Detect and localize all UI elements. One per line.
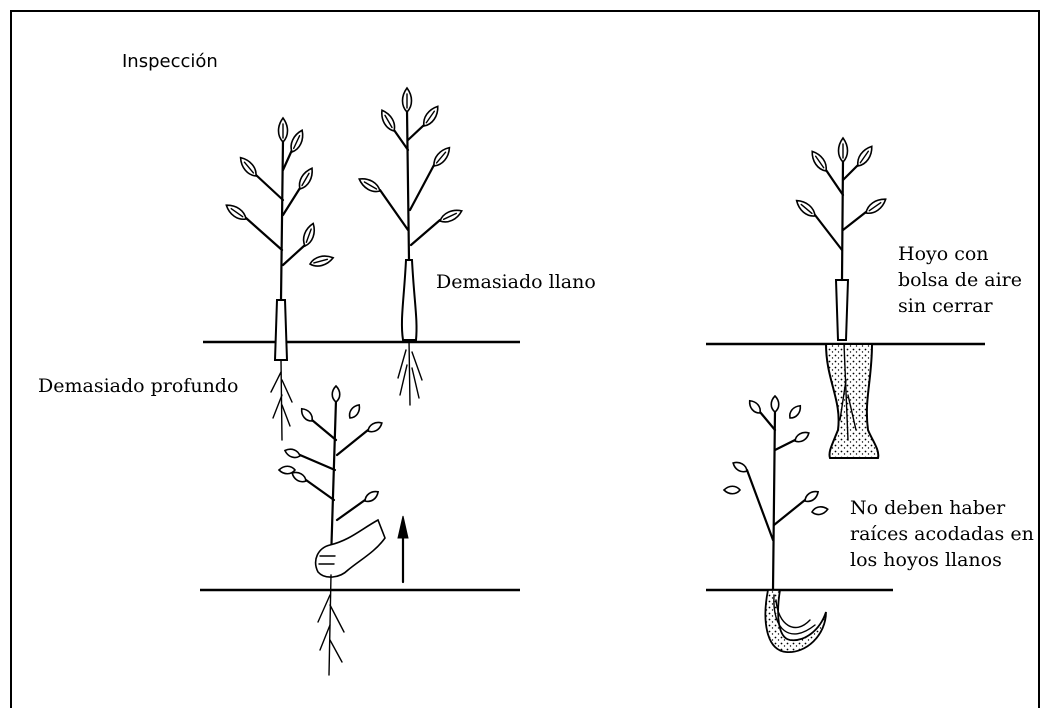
figure-title: Inspección <box>122 50 218 74</box>
label-too-deep: Demasiado profundo <box>38 374 238 398</box>
label-air-pocket-line1: Hoyo con <box>898 242 989 266</box>
label-air-pocket-line2: bolsa de aire <box>898 268 1022 292</box>
label-air-pocket-line3: sin cerrar <box>898 294 993 318</box>
label-bent-roots-line1: No deben haber <box>850 496 1005 520</box>
seedling-pull-test <box>279 386 408 675</box>
label-bent-roots-line3: los hoyos llanos <box>850 548 1002 572</box>
label-too-shallow: Demasiado llano <box>436 270 596 294</box>
hand-icon <box>316 520 385 577</box>
seedling-too-deep <box>224 118 335 440</box>
seedling-air-pocket <box>794 138 889 458</box>
label-bent-roots-line2: raíces acodadas en <box>850 522 1034 546</box>
seedling-too-shallow <box>357 88 464 405</box>
seedling-bent-roots <box>724 396 828 652</box>
